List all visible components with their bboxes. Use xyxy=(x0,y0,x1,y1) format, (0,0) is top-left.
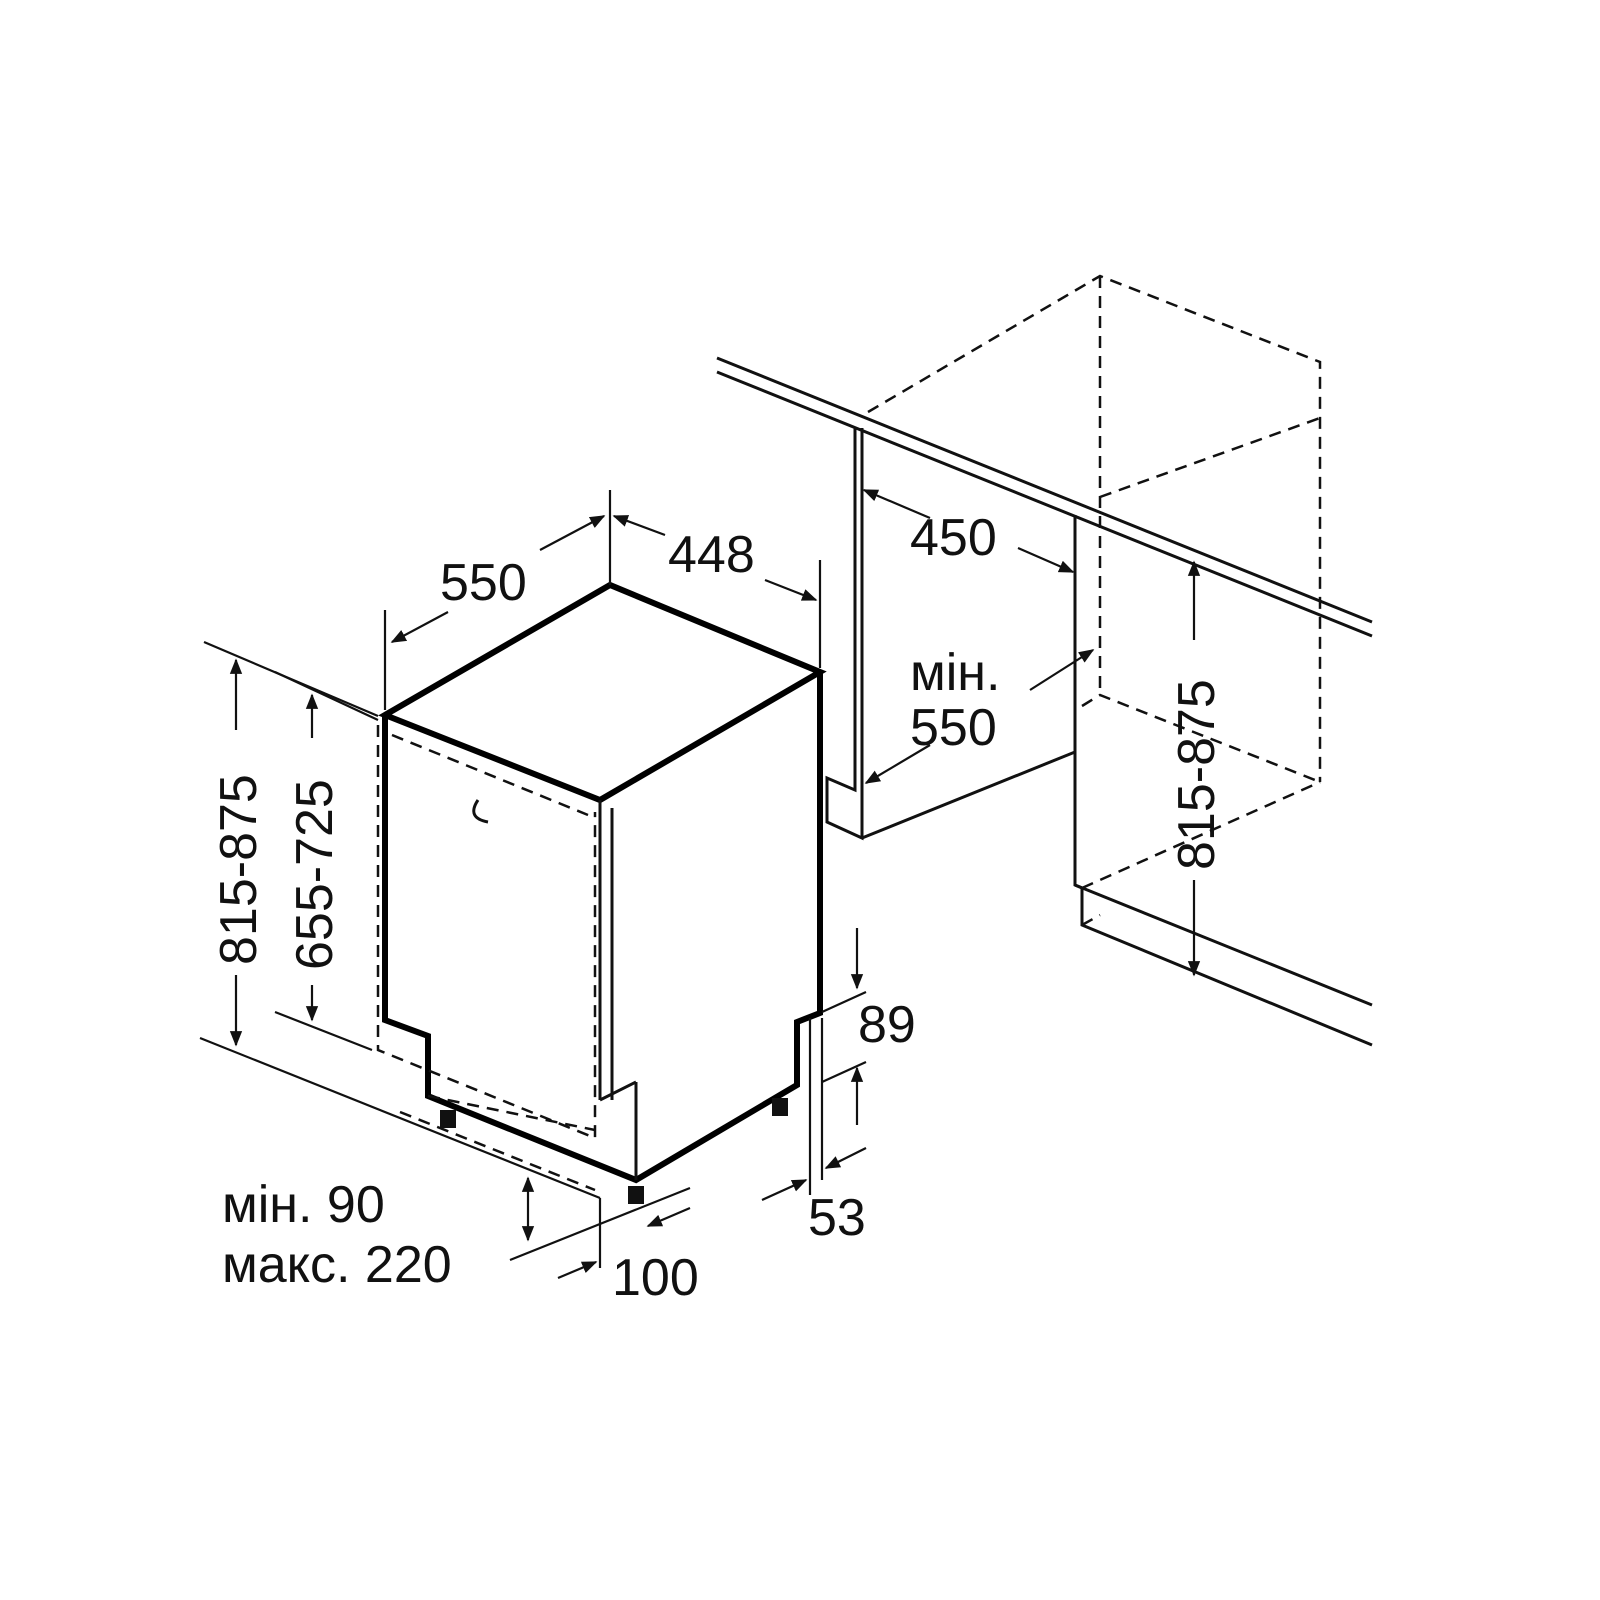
appliance-height-label: 815-875 xyxy=(210,774,268,965)
dishwasher-outline xyxy=(382,672,823,1184)
niche-depth-min-label: мін. xyxy=(910,644,1000,702)
countertop-edge-bottom xyxy=(716,370,1373,638)
foot-max-label: макс. 220 xyxy=(222,1236,452,1294)
foot-icon xyxy=(772,1098,788,1116)
foot-min-label: мін. 90 xyxy=(222,1176,385,1234)
door-handle-icon xyxy=(472,799,489,824)
niche-depth-label: 550 xyxy=(910,699,997,757)
left-cabinet-panel xyxy=(825,428,864,841)
depth-label: 550 xyxy=(440,554,527,612)
foot-icon xyxy=(440,1110,456,1128)
foot-icon xyxy=(628,1186,644,1204)
cabinet-niche xyxy=(716,274,1373,1047)
plinth-top-label: 89 xyxy=(858,996,916,1054)
door-height-label: 655-725 xyxy=(286,779,344,970)
niche-width-label: 450 xyxy=(910,509,997,567)
dishwasher xyxy=(199,490,867,1280)
dishwasher-top xyxy=(378,581,827,804)
width-label: 448 xyxy=(668,526,755,584)
niche-dashed-back xyxy=(867,274,1322,782)
countertop-edge-top xyxy=(716,356,1373,624)
foot-offset-label: 100 xyxy=(612,1249,699,1307)
niche-height-label: 815-875 xyxy=(1168,679,1226,870)
plinth-gap-label: 53 xyxy=(808,1189,866,1247)
door-panel-dashed xyxy=(376,725,597,1140)
